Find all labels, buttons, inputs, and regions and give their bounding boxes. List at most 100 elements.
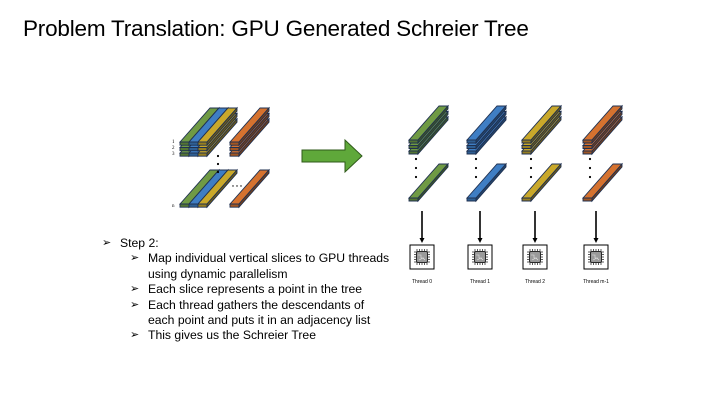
bullet-item: ➢ Each slice represents a point in the t…	[130, 282, 392, 297]
down-arrow-head	[419, 238, 425, 243]
ellipsis-dot	[236, 185, 238, 187]
ellipsis-dot	[216, 170, 220, 174]
slice-slab	[582, 104, 623, 145]
ellipsis-dot	[414, 175, 418, 179]
slab-side	[238, 117, 270, 158]
grid-slab-gold	[197, 168, 238, 209]
slab-front	[582, 139, 593, 144]
bullet-list: ➢ Step 2: ➢ Map individual vertical slic…	[102, 236, 392, 344]
slab-side	[591, 110, 623, 150]
slab-side	[591, 115, 623, 156]
ellipsis-dot	[474, 157, 478, 161]
down-arrow-head	[593, 238, 599, 243]
slab-front	[408, 145, 419, 149]
cpu-chip-icon	[527, 249, 543, 265]
bullet-arrow-icon: ➢	[130, 329, 140, 342]
slab-side	[591, 104, 623, 145]
slab-side	[417, 115, 449, 156]
slab-front	[521, 139, 532, 144]
grid-slab-orange	[229, 168, 270, 209]
row-label: n	[172, 204, 175, 209]
slab-top	[582, 163, 623, 199]
slab-side	[417, 162, 449, 203]
bullet-text: Each slice represents a point in the tre…	[148, 282, 363, 297]
ellipsis-dot	[240, 185, 242, 187]
row-label: 2	[172, 146, 175, 151]
slide-title: Problem Translation: GPU Generated Schre…	[23, 16, 529, 41]
slab-side	[206, 112, 238, 152]
slab-side	[238, 168, 270, 209]
ellipsis-dot	[588, 175, 592, 179]
slab-front	[466, 139, 477, 144]
slab-side	[475, 104, 507, 145]
chip-body	[529, 251, 541, 263]
ellipsis-dot	[588, 166, 592, 170]
thread-column: Thread m-1	[582, 104, 623, 285]
column-vertical-ellipsis	[414, 157, 418, 179]
ellipsis-dot	[414, 166, 418, 170]
slab-front	[179, 152, 190, 157]
slab-front	[229, 203, 240, 208]
thread-column: Thread 1	[466, 104, 507, 285]
thread-column: Thread 2	[521, 104, 562, 285]
thread-label: Thread 1	[470, 279, 490, 285]
bullet-item: ➢ Each thread gathers the descendants of…	[130, 298, 392, 329]
ellipsis-dot	[588, 157, 592, 161]
ellipsis-dot	[529, 166, 533, 170]
slab-top	[408, 163, 449, 199]
slab-front	[229, 147, 240, 152]
slab-front	[582, 197, 593, 202]
ellipsis-dot	[414, 157, 418, 161]
slab-side	[238, 106, 270, 147]
thread-label: Thread 2	[525, 279, 545, 285]
slab-front	[229, 141, 240, 146]
right-arrow-icon	[301, 138, 363, 174]
slab-front	[521, 145, 532, 149]
slab-side	[417, 110, 449, 150]
chip-circuit	[531, 254, 539, 261]
slice-slab	[466, 162, 507, 203]
thread-columns: Thread 0 Thread 1 Thread 2 Thread m-1	[408, 104, 623, 285]
slab-front	[179, 141, 190, 146]
slab-front	[466, 197, 477, 202]
thread-label: Thread 0	[412, 279, 432, 285]
ellipsis-dot	[474, 166, 478, 170]
down-arrow-head	[532, 238, 538, 243]
slab-front	[188, 152, 199, 157]
bullet-arrow-icon: ➢	[130, 298, 140, 311]
cpu-chip-icon	[472, 249, 488, 265]
grid-slab-gold	[197, 106, 238, 147]
slice-slab	[521, 104, 562, 145]
slab-side	[475, 162, 507, 203]
bullet-text: This gives us the Schreier Tree	[148, 328, 316, 343]
slab-front	[179, 147, 190, 152]
slab-front	[582, 150, 593, 155]
bullet-item: ➢ This gives us the Schreier Tree	[130, 328, 392, 343]
slab-side	[475, 110, 507, 150]
slab-top	[521, 163, 562, 199]
slice-stack	[466, 104, 507, 156]
ellipsis-dot	[529, 175, 533, 179]
slab-top	[466, 163, 507, 199]
slab-front	[466, 150, 477, 155]
slab-front	[466, 145, 477, 149]
cpu-chip-icon	[588, 249, 604, 265]
slab-front	[229, 152, 240, 157]
chip-body	[474, 251, 486, 263]
row-label: 3	[172, 152, 175, 157]
slab-side	[206, 117, 238, 158]
slab-side	[206, 106, 238, 147]
column-vertical-ellipsis	[529, 157, 533, 179]
slab-side	[530, 115, 562, 156]
down-arrow-head	[477, 238, 483, 243]
ellipsis-dot	[232, 185, 234, 187]
ellipsis-dot	[529, 157, 533, 161]
slab-front	[408, 150, 419, 155]
slice-stack	[408, 104, 449, 156]
slab-side	[238, 112, 270, 152]
slab-front	[197, 203, 208, 208]
bullet-text: Step 2:	[120, 236, 159, 250]
slab-front	[188, 147, 199, 152]
